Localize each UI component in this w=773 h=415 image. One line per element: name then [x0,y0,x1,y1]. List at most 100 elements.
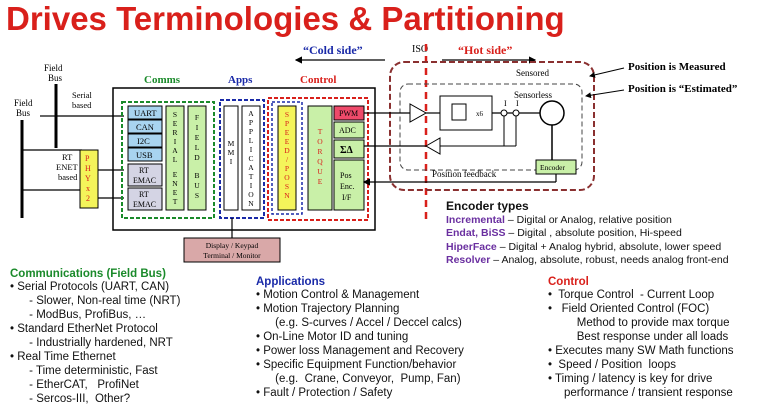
comms-group [121,101,215,219]
svg-text:L: L [195,143,200,152]
speed-posn-block [277,105,297,211]
uart-block [127,105,163,120]
list-item: - ModBus, ProfiBus, … [10,309,147,321]
motor-icon [539,100,565,126]
rt-enet-label-3: based [58,172,78,182]
display-keypad-block [183,237,281,263]
svg-text:Q: Q [317,157,323,166]
svg-text:E: E [173,170,178,179]
apps-group [219,99,265,219]
rt-enet-label-2: ENET [56,162,79,172]
svg-text:F: F [195,113,199,122]
serial-enet-block [165,105,185,211]
svg-text:RT: RT [139,190,149,199]
svg-text:A: A [248,163,254,172]
rt-emac-block-2 [127,187,163,211]
svg-text:CAN: CAN [136,122,154,132]
applications-section: Applications • Motion Control & Manageme… [256,276,464,400]
position-measured-label: Position is Measured [628,61,726,73]
svg-text:H: H [85,164,91,173]
encoder-item: HiperFace – Digital + Analog hybrid, abs… [446,240,722,253]
svg-text:O: O [248,190,254,199]
svg-text:Sensored: Sensored [516,68,549,78]
adc-block [333,121,365,139]
sensorless-region [399,83,583,171]
svg-text:N: N [248,199,254,208]
sigma-delta-block [333,139,365,159]
iso-label: ISO [412,44,428,55]
rt-emac-block-1 [127,163,163,187]
svg-text:O: O [317,137,323,146]
svg-text:x: x [86,184,90,193]
svg-text:S: S [285,182,289,191]
control-heading: Control [548,276,589,288]
svg-text:M: M [228,148,235,157]
applications-heading: Applications [256,276,326,288]
svg-text:P: P [249,127,253,136]
svg-text:T: T [249,172,254,181]
hot-side-label: “Hot side” [458,43,512,57]
svg-text:U: U [194,181,200,190]
position-estimated-label: Position is “Estimated” [628,83,737,95]
svg-text:RT: RT [139,166,149,175]
list-item: - EtherCAT, ProfiNet [10,379,139,391]
mmi-block [223,105,239,211]
svg-text:L: L [249,136,254,145]
svg-text:Encoder: Encoder [540,163,565,172]
sensored-region [389,61,595,191]
svg-text:E: E [285,137,290,146]
svg-text:x6: x6 [476,110,484,118]
encoder-item: Resolver – Analog, absolute, robust, nee… [446,254,729,267]
list-item: • Fault / Protection / Safety [256,387,393,399]
list-item: • Standard EtherNet Protocol [10,323,158,335]
svg-text:ADC: ADC [339,126,356,135]
svg-text:T: T [173,197,178,206]
list-item: (e.g. S-curves / Accel / Deccel calcs) [256,317,462,329]
svg-text:P: P [249,118,253,127]
list-item: • Executes many SW Math functions [548,345,734,357]
svg-text:S: S [285,110,289,119]
svg-text:N: N [284,191,290,200]
svg-text:2: 2 [86,194,90,203]
processor-outline [112,87,376,231]
page-title: Drives Terminologies & Partitioning [6,0,565,37]
list-item: • Field Oriented Control (FOC) [548,303,710,315]
list-item: • Torque Control - Current Loop [548,289,715,301]
control-label: Control [300,74,336,86]
svg-text:U: U [317,167,323,176]
list-item: • Specific Equipment Function/behavior [256,359,457,371]
list-item: • Motion Control & Management [256,289,420,301]
communications-section: Communications (Field Bus) • Serial Prot… [10,268,180,406]
svg-text:T: T [318,127,323,136]
svg-text:E: E [285,128,290,137]
field-bus-block [187,105,207,211]
list-item: - Sercos-III, Other? [10,393,131,405]
application-block [241,105,261,211]
svg-text:/: / [286,155,289,164]
svg-text:I: I [504,99,507,108]
svg-text:E: E [173,188,178,197]
svg-text:USB: USB [136,150,153,160]
svg-text:I: I [174,137,177,146]
svg-text:D: D [284,146,290,155]
svg-text:EMAC: EMAC [133,176,156,185]
encoder-item: Endat, BiSS – Digital , absolute positio… [446,227,682,240]
encoder-item: Incremental – Digital or Analog, relativ… [446,214,672,226]
control-group [267,97,369,221]
list-item: - Industrially hardened, NRT [10,337,173,349]
field-bus-left-label-2: Bus [16,108,31,118]
svg-text:E: E [173,119,178,128]
svg-text:I: I [250,181,253,190]
field-bus-top-label-1: Field [44,63,63,73]
svg-text:I: I [250,145,253,154]
field-bus-left-label-1: Field [14,98,33,108]
serial-based-label-1: Serial [72,90,92,100]
drive-partition-diagram: “Cold side” ISO “Hot side” Field Bus Fie… [14,43,737,263]
list-item: - Slower, Non-real time (NRT) [10,295,181,307]
list-item: • Serial Protocols (UART, CAN) [10,281,170,293]
svg-text:I/F: I/F [342,193,352,202]
list-item: • Power loss Management and Recovery [256,345,464,357]
svg-text:P: P [85,154,90,163]
svg-text:N: N [172,179,178,188]
torque-block [307,105,333,211]
